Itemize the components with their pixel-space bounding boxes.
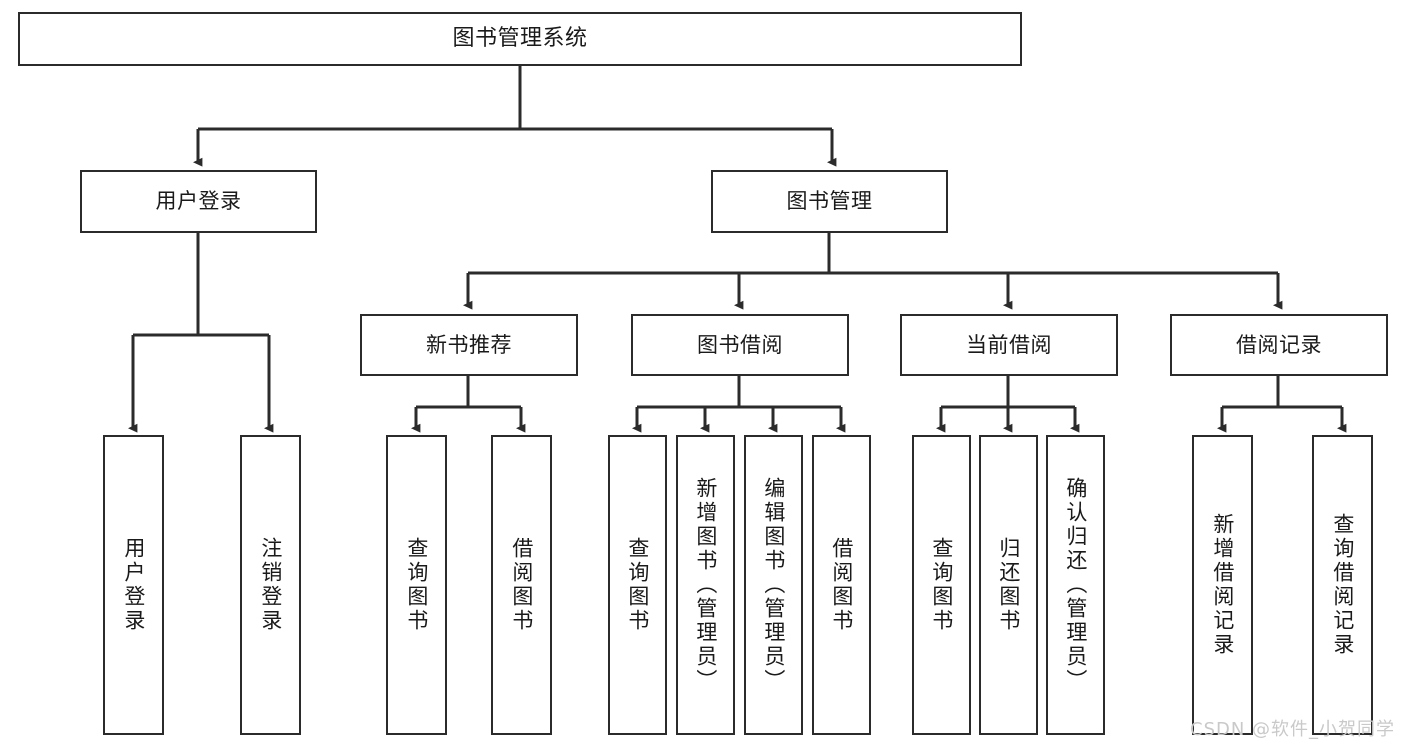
leaf-recommend-borrow-book[interactable]: 借阅图书 xyxy=(491,435,552,735)
node-label: 用户登录 xyxy=(155,189,242,214)
node-label: 归还图书 xyxy=(996,537,1021,633)
leaf-current-query-book[interactable]: 查询图书 xyxy=(912,435,971,735)
node-root-system[interactable]: 图书管理系统 xyxy=(18,12,1022,66)
leaf-current-return-book[interactable]: 归还图书 xyxy=(979,435,1038,735)
node-borrow-record[interactable]: 借阅记录 xyxy=(1170,314,1388,376)
node-new-book-recommend[interactable]: 新书推荐 xyxy=(360,314,578,376)
node-label: 借阅图书 xyxy=(829,537,854,633)
node-label: 查询图书 xyxy=(404,537,429,633)
node-label: 确认归还（管理员） xyxy=(1063,477,1088,693)
node-label: 查询图书 xyxy=(625,537,650,633)
leaf-record-query-record[interactable]: 查询借阅记录 xyxy=(1312,435,1373,735)
node-user-login[interactable]: 用户登录 xyxy=(80,170,317,233)
node-label: 图书管理 xyxy=(786,189,873,214)
leaf-record-add-record[interactable]: 新增借阅记录 xyxy=(1192,435,1253,735)
node-label: 新书推荐 xyxy=(426,332,512,357)
node-label: 新增图书（管理员） xyxy=(693,477,718,693)
node-book-borrow[interactable]: 图书借阅 xyxy=(631,314,849,376)
node-label: 新增借阅记录 xyxy=(1210,513,1235,657)
leaf-recommend-query-book[interactable]: 查询图书 xyxy=(386,435,447,735)
node-label: 借阅图书 xyxy=(509,537,534,633)
leaf-borrow-query-book[interactable]: 查询图书 xyxy=(608,435,667,735)
leaf-current-confirm-return-admin[interactable]: 确认归还（管理员） xyxy=(1046,435,1105,735)
node-book-management[interactable]: 图书管理 xyxy=(711,170,948,233)
leaf-borrow-borrow-book[interactable]: 借阅图书 xyxy=(812,435,871,735)
node-current-borrow[interactable]: 当前借阅 xyxy=(900,314,1118,376)
leaf-user-login-login[interactable]: 用户登录 xyxy=(103,435,164,735)
node-label: 借阅记录 xyxy=(1236,332,1322,357)
node-label: 图书借阅 xyxy=(697,332,783,357)
leaf-borrow-edit-book-admin[interactable]: 编辑图书（管理员） xyxy=(744,435,803,735)
leaf-user-login-logout[interactable]: 注销登录 xyxy=(240,435,301,735)
node-label: 当前借阅 xyxy=(966,332,1052,357)
csdn-watermark: CSDN @软件_小贺同学 xyxy=(1190,719,1396,740)
node-label: 查询图书 xyxy=(929,537,954,633)
node-label: 用户登录 xyxy=(121,537,146,633)
node-label: 注销登录 xyxy=(258,537,283,633)
node-label: 查询借阅记录 xyxy=(1330,513,1355,657)
node-label: 图书管理系统 xyxy=(452,26,588,52)
leaf-borrow-add-book-admin[interactable]: 新增图书（管理员） xyxy=(676,435,735,735)
node-label: 编辑图书（管理员） xyxy=(761,477,786,693)
